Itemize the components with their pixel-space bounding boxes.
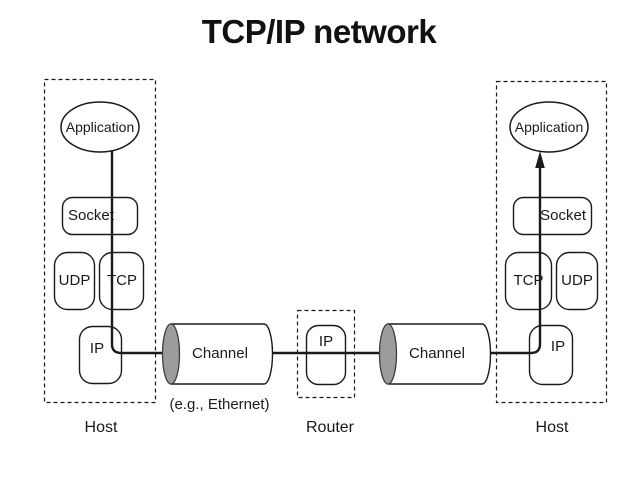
udp-right-box — [555, 251, 599, 311]
tcp-left-box — [98, 251, 145, 311]
udp-right-label: UDP — [561, 272, 593, 289]
application-left-label: Application — [65, 119, 135, 135]
channel-right-cap — [378, 323, 398, 385]
router-label: Router — [305, 419, 355, 436]
application-left-shape — [60, 101, 140, 153]
socket-left-box — [61, 196, 139, 236]
tcp-right-label: TCP — [513, 272, 544, 289]
socket-right-label: Socket — [540, 207, 586, 224]
arrowhead-icon — [535, 151, 545, 168]
slide-title: TCP/IP network — [201, 13, 437, 50]
host-left-label: Host — [84, 419, 118, 436]
router-ip-label: IP — [318, 333, 334, 350]
udp-left-label: UDP — [58, 272, 91, 289]
channel-left-label: Channel — [192, 345, 248, 362]
channel-left-cap — [161, 323, 181, 385]
channel-left-body — [170, 323, 274, 385]
ip-left-label: IP — [89, 340, 105, 357]
channel-left-sublabel: (e.g., Ethernet) — [169, 396, 270, 413]
host-right-label: Host — [535, 419, 569, 436]
tcp-left-label: TCP — [107, 272, 137, 289]
channel-left-cylinder — [161, 323, 274, 385]
router-ip-box — [305, 324, 347, 386]
socket-right-box — [512, 196, 593, 236]
ip-right-label: IP — [550, 338, 566, 355]
application-right-shape — [509, 101, 589, 153]
host-right-boundary — [495, 80, 608, 404]
application-right-label: Application — [514, 119, 584, 135]
connection-path — [110, 150, 542, 355]
udp-left-box — [53, 251, 96, 311]
channel-right-label: Channel — [409, 345, 465, 362]
channel-right-body — [387, 323, 492, 385]
socket-left-label: Socket — [68, 207, 114, 224]
channel-right-cylinder — [378, 323, 492, 385]
